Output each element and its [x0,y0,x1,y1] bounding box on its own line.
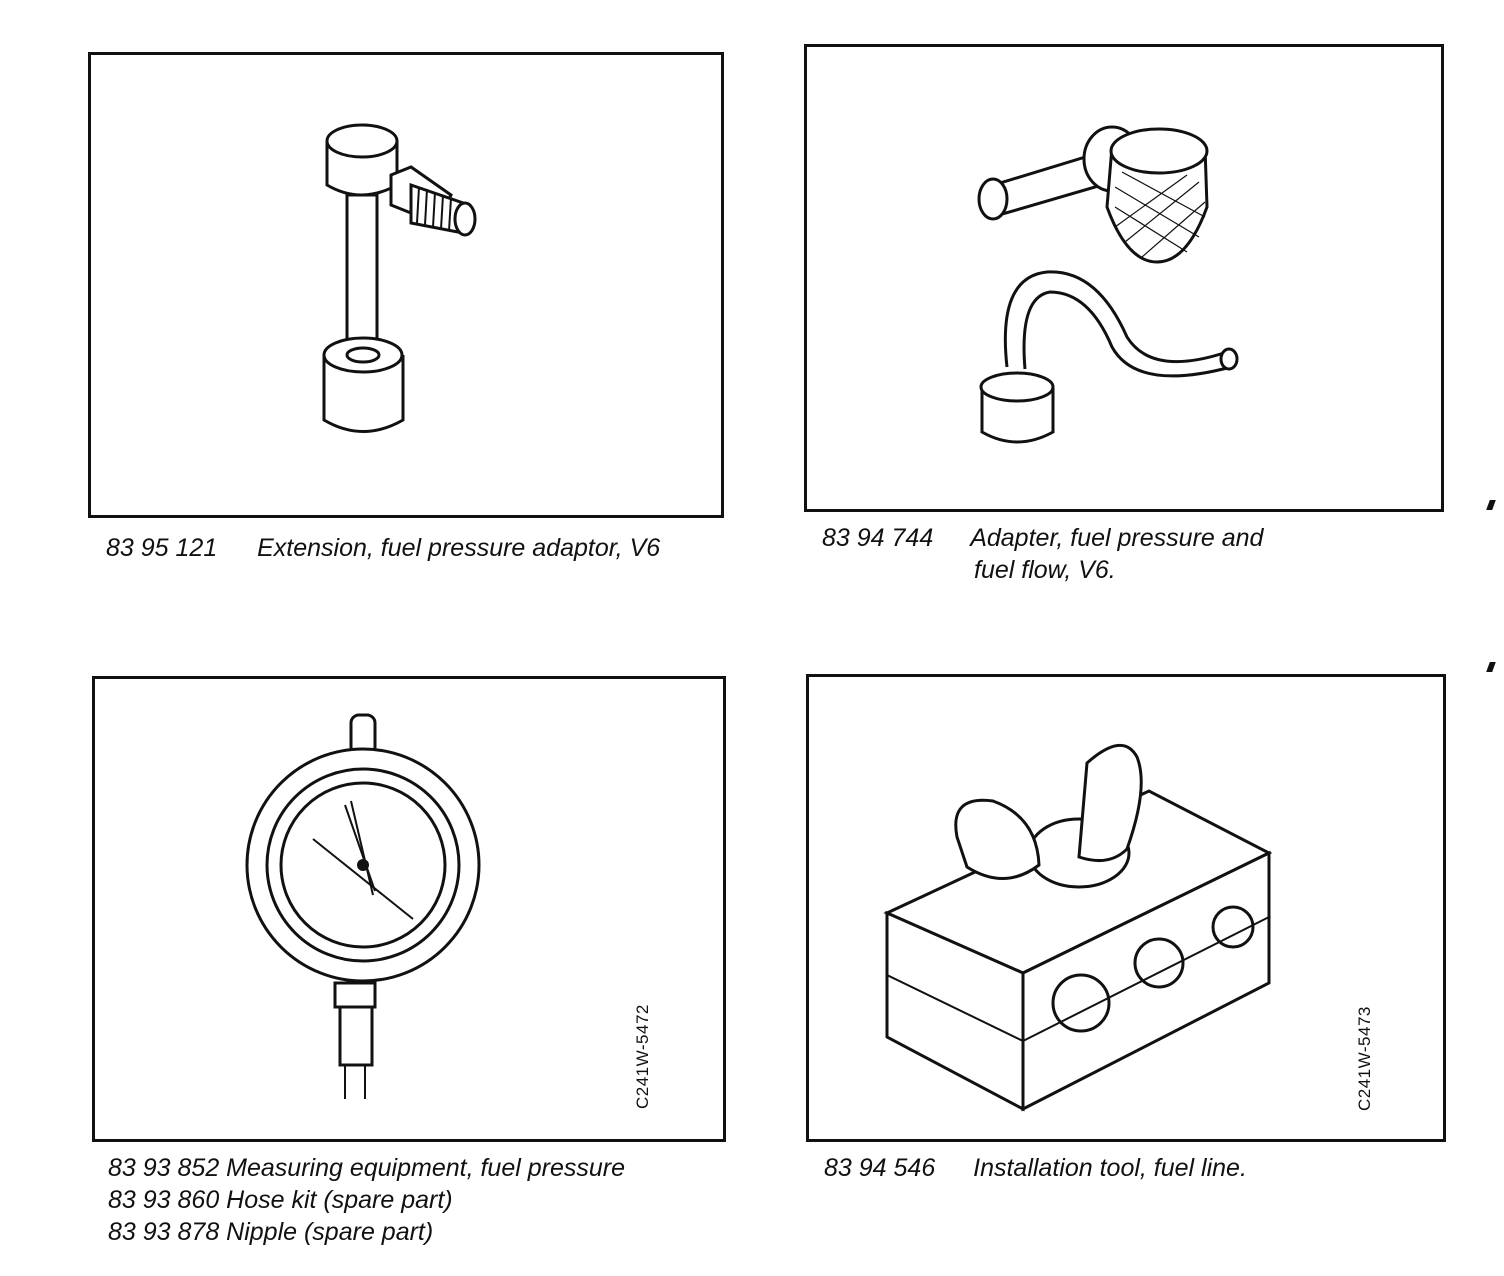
tool-number: 83 95 121 [106,534,218,562]
fuel-pressure-extension-illustration [322,123,477,433]
figure-code: C241W-5473 [1355,1006,1374,1111]
tool-caption-adapter: 83 94 744 Adapter, fuel pressure and fue… [822,522,1263,586]
installation-tool-illustration [883,743,1273,1112]
tool-line: 83 93 852 Measuring equipment, fuel pres… [108,1154,625,1182]
tool-panel-extension [88,52,724,518]
tool-panel-adapter [804,44,1444,512]
tool-number: 83 94 546 [824,1154,936,1182]
margin-mark [1486,500,1496,510]
tool-description: Extension, fuel pressure adaptor, V6 [257,534,661,562]
tool-panel-installation: C241W-5473 [806,674,1446,1142]
tool-caption-extension: 83 95 121 Extension, fuel pressure adapt… [106,532,660,564]
tool-panel-gauge: C241W-5472 [92,676,726,1142]
tool-caption-gauge: 83 93 852 Measuring equipment, fuel pres… [108,1152,625,1248]
pressure-gauge-illustration [245,713,481,1099]
tool-line: 83 93 860 Hose kit (spare part) [108,1186,453,1214]
margin-mark [1486,662,1496,672]
tool-description-line1: Adapter, fuel pressure and [970,524,1264,552]
tool-caption-installation: 83 94 546 Installation tool, fuel line. [824,1152,1247,1184]
tool-description-line2: fuel flow, V6. [974,556,1116,584]
tool-line: 83 93 878 Nipple (spare part) [108,1218,434,1246]
tool-description: Installation tool, fuel line. [973,1154,1247,1182]
fuel-adapter-illustration [977,125,1239,444]
figure-code: C241W-5472 [633,1004,652,1109]
tool-number: 83 94 744 [822,524,934,552]
